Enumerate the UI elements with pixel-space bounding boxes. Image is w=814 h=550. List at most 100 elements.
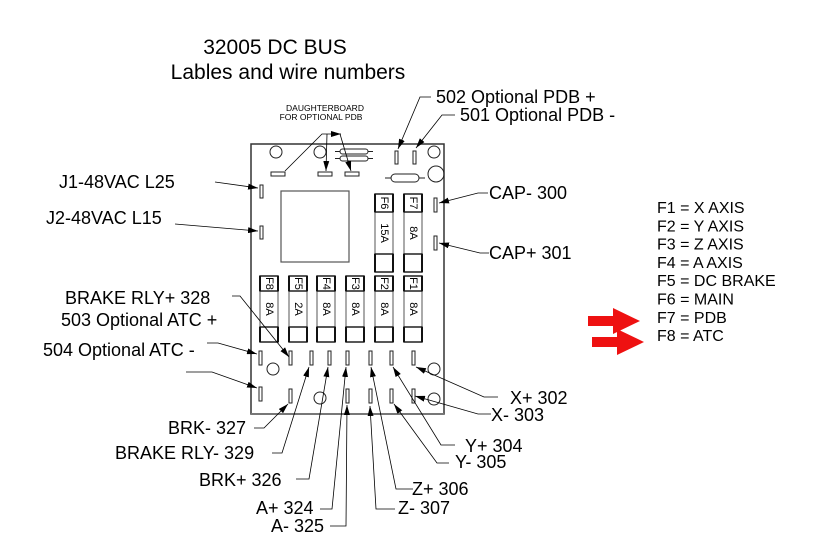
fuse-id-label: F3: [349, 277, 361, 290]
terminal-cap-minus: [433, 197, 438, 213]
fuse-rating-label: 15A: [378, 223, 390, 243]
legend-item: F2 = Y AXIS: [657, 218, 744, 235]
legend-item: F1 = X AXIS: [657, 200, 745, 217]
terminal-pdb-plus: [394, 150, 399, 165]
label-brk-minus: BRK- 327: [168, 418, 246, 438]
terminal-row-upper: [258, 350, 416, 366]
legend-item: F3 = Z AXIS: [657, 237, 744, 254]
leader-atc-minus: [207, 342, 258, 355]
mount-hole: [427, 392, 441, 406]
mount-hole: [266, 362, 280, 376]
capacitor-component: [385, 173, 425, 183]
fuse-f5: F5 2A: [288, 275, 308, 343]
mount-hole: [313, 145, 327, 159]
daughterboard-leader: [339, 133, 352, 172]
daughterboard-label-2: FOR OPTIONAL PDB: [280, 112, 363, 122]
leader-brk-minus: [254, 403, 289, 429]
leader-brake-rly-minus: [272, 366, 310, 454]
label-atc-plus: 503 Optional ATC +: [61, 310, 217, 330]
red-arrow-icon: [592, 329, 644, 355]
fuse-id-label: F8: [263, 277, 275, 290]
title-line1: 32005 DC BUS: [203, 36, 347, 59]
fuse-id-label: F1: [407, 277, 419, 290]
label-a-plus: A+ 324: [256, 498, 314, 518]
fuse-group: F6 15A F7 8A F8 8A F5 2A F4 8A F3 8A F2 8A F1 8A: [259, 193, 423, 343]
label-z-plus: Z+ 306: [412, 479, 469, 499]
legend-item: F8 = ATC: [657, 328, 724, 345]
terminal-pdb-minus: [412, 150, 417, 165]
leader-pdb-plus: [397, 96, 431, 150]
label-pdb-minus: 501 Optional PDB -: [460, 105, 615, 125]
label-x-minus: X- 303: [491, 405, 544, 425]
fuse-rating-label: 8A: [263, 302, 275, 316]
label-y-minus: Y- 305: [455, 452, 506, 472]
leader-j2: [174, 223, 259, 234]
fuse-f8: F8 8A: [259, 275, 279, 343]
leader-cap-minus: [438, 192, 488, 204]
legend-item: F4 = A AXIS: [657, 255, 743, 272]
power-module: [280, 190, 350, 263]
fuse-id-label: F6: [378, 197, 390, 210]
label-pdb-plus: 502 Optional PDB +: [436, 87, 596, 107]
label-cap-plus: CAP+ 301: [489, 243, 572, 263]
daughterboard-pad: [270, 171, 286, 177]
fuse-rating-label: 8A: [378, 302, 390, 316]
fuse-f6: F6 15A: [374, 193, 394, 273]
fuse-id-label: F5: [292, 277, 304, 290]
fuse-id-label: F7: [407, 197, 419, 210]
leader-atc-plus: [186, 371, 258, 389]
fuse-f1: F1 8A: [403, 275, 423, 343]
label-y-plus: Y+ 304: [465, 436, 523, 456]
label-atc-minus: 504 Optional ATC -: [43, 340, 195, 360]
label-j1: J1-48VAC L25: [59, 172, 175, 192]
label-brake-rly-minus: BRAKE RLY- 329: [115, 443, 254, 463]
label-a-minus: A- 325: [271, 516, 324, 536]
terminal-j1: [259, 184, 264, 199]
fuse-f7: F7 8A: [403, 193, 423, 273]
fuse-id-label: F4: [320, 277, 332, 290]
leader-pdb-minus: [415, 114, 455, 149]
leader-z-plus: [370, 366, 413, 490]
terminal-row-lower: [258, 386, 416, 404]
leader-brk-plus: [296, 366, 330, 480]
fuse-rating-label: 8A: [407, 302, 419, 316]
leader-brake-rly-plus: [232, 295, 290, 358]
daughterboard-leader: [284, 131, 341, 172]
highlight-arrows: [588, 308, 644, 355]
legend-item: F6 = MAIN: [657, 292, 734, 309]
label-j2: J2-48VAC L15: [46, 208, 162, 228]
mount-hole: [427, 165, 445, 183]
daughterboard-leader: [323, 133, 330, 172]
daughterboard-label-1: DAUGHTERBOARD: [286, 103, 364, 113]
label-cap-minus: CAP- 300: [489, 183, 567, 203]
fuse-rating-label: 8A: [407, 226, 419, 240]
legend-item: F7 = PDB: [657, 310, 727, 327]
leader-y-plus: [392, 366, 455, 446]
fuse-rating-label: 8A: [349, 302, 361, 316]
label-brk-plus: BRK+ 326: [199, 470, 282, 490]
title-line2: Lables and wire numbers: [171, 61, 406, 84]
mount-hole: [427, 145, 441, 159]
mount-hole: [269, 145, 283, 159]
daughterboard-pad: [317, 171, 333, 177]
leader-cap-plus: [438, 242, 489, 254]
leader-z-minus: [367, 405, 395, 510]
fuse-rating-label: 8A: [320, 302, 332, 316]
mount-hole: [313, 391, 327, 405]
label-x-plus: X+ 302: [510, 388, 568, 408]
label-z-minus: Z- 307: [398, 498, 450, 518]
legend-item: F5 = DC BRAKE: [657, 273, 776, 290]
leader-j1: [214, 181, 259, 190]
leader-a-plus: [320, 366, 349, 510]
fuse-f3: F3 8A: [345, 275, 365, 343]
red-arrow-icon: [588, 308, 640, 334]
fuse-f4: F4 8A: [316, 275, 336, 343]
fuse-id-label: F2: [378, 277, 390, 290]
fuse-f2: F2 8A: [374, 275, 394, 343]
fuse-rating-label: 2A: [292, 302, 304, 316]
terminal-cap-plus: [433, 235, 438, 251]
leader-a-minus: [330, 404, 350, 527]
leader-y-minus: [393, 403, 449, 464]
